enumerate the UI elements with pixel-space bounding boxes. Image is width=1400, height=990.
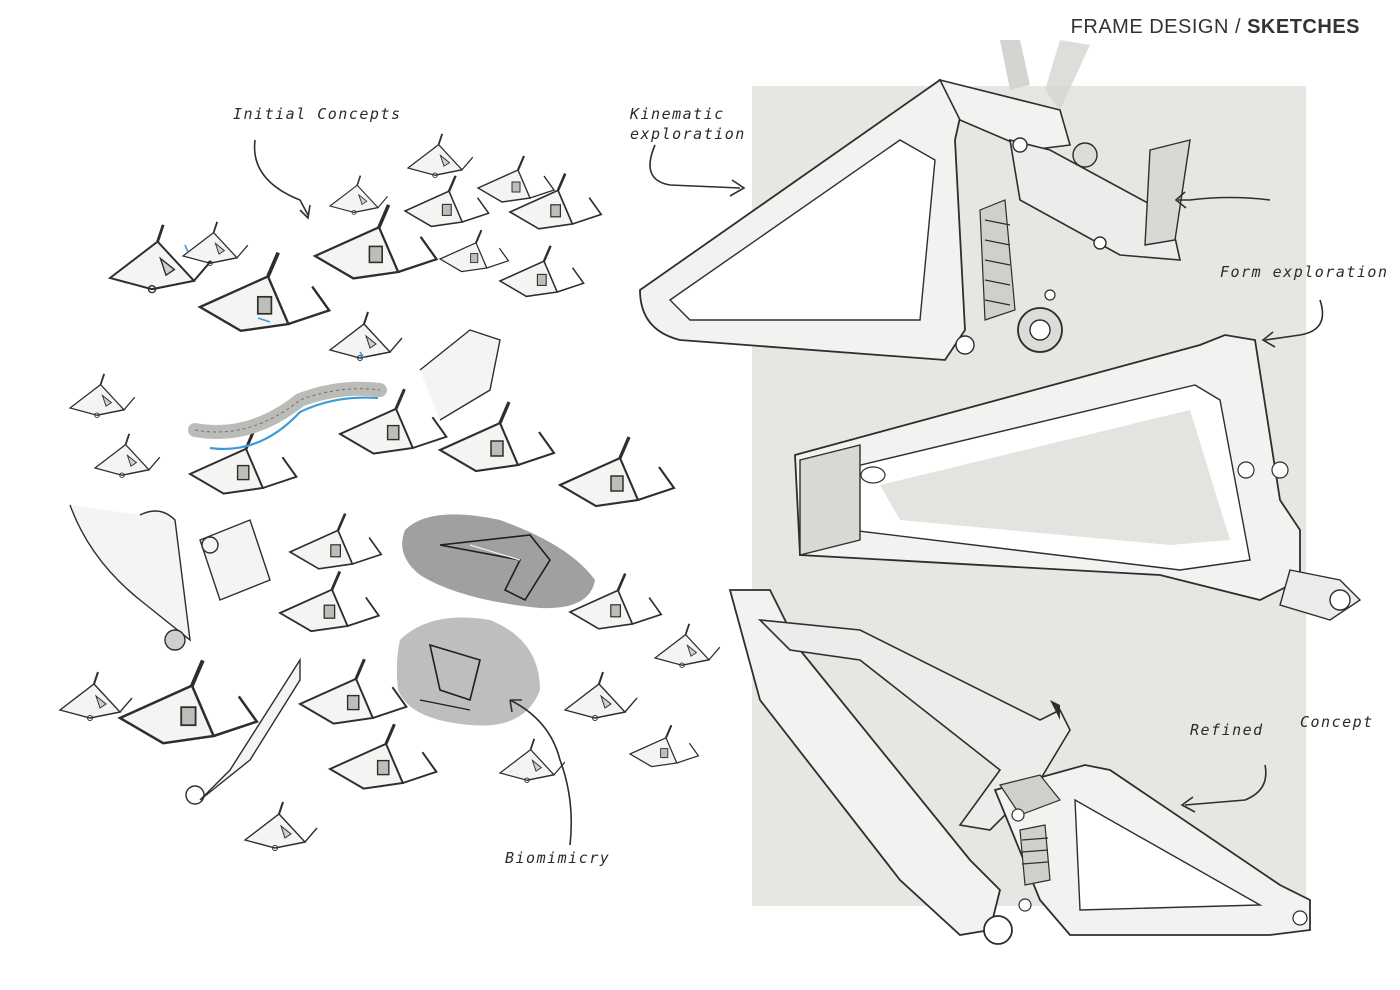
form-exploration-label: Form exploration <box>1220 263 1389 281</box>
header-subsection: SKETCHES <box>1247 16 1360 38</box>
large-left-sketches <box>69 329 501 805</box>
annotation-arrows-right <box>649 144 1324 813</box>
biomimicry-label: Biomimicry <box>505 849 611 867</box>
refined-label: Refined <box>1190 721 1264 739</box>
concept-label: Concept <box>1300 713 1374 731</box>
page-header: FRAME DESIGN / SKETCHES <box>1071 16 1360 39</box>
initial-concepts-label: Initial Concepts <box>233 105 402 123</box>
spine-sketch <box>184 244 387 450</box>
biomimicry-blobs <box>396 514 595 726</box>
kinematic-frame <box>639 40 1191 361</box>
annotation-arrows-left <box>253 139 572 846</box>
header-section: FRAME DESIGN / <box>1070 16 1242 38</box>
refined-concept-frame <box>728 589 1311 945</box>
form-exploration-frame <box>794 334 1362 621</box>
kinematic-exploration-label: Kinematic exploration <box>630 105 746 143</box>
